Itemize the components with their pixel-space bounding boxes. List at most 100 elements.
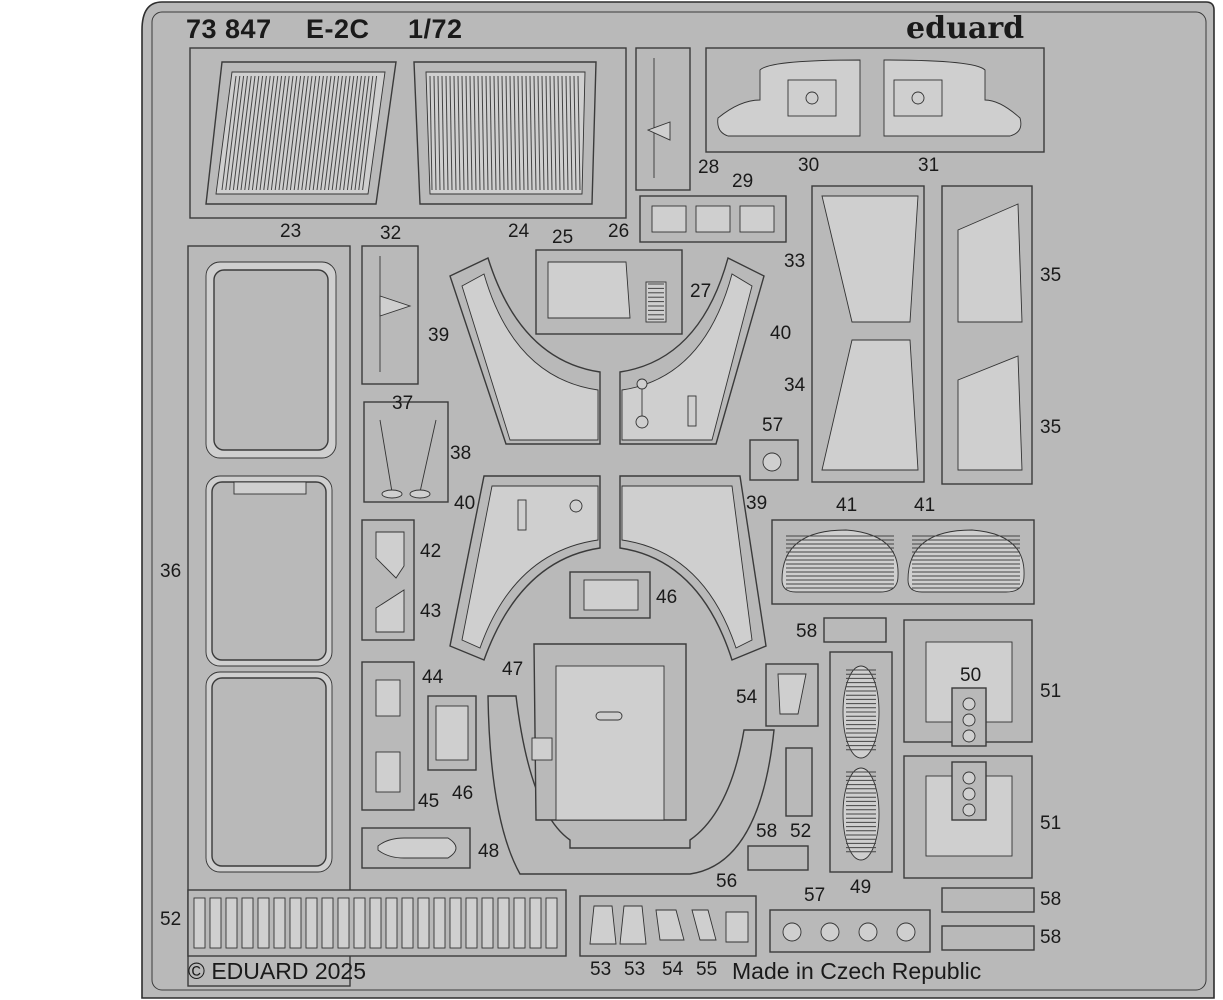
label-35b: 35 [1040, 417, 1062, 438]
hatch-line [557, 75, 561, 191]
hatch-line [267, 75, 283, 191]
comb-tooth [257, 897, 270, 949]
hatch-line [358, 75, 374, 191]
part-29 [639, 195, 787, 243]
hatch-line [293, 75, 309, 191]
label-31: 31 [918, 155, 940, 176]
hatch-line [248, 75, 264, 191]
label-51a: 51 [1040, 681, 1062, 702]
hatch-line [521, 75, 525, 191]
hatch-line [339, 75, 355, 191]
label-54b: 54 [662, 959, 684, 980]
hatch-line [255, 75, 271, 191]
model-name: E-2C [306, 14, 370, 44]
hatch-line [362, 75, 378, 191]
hatch-line [529, 75, 533, 191]
hatch-line [513, 75, 517, 191]
hatch-line [473, 75, 477, 191]
label-58a: 58 [796, 621, 818, 642]
comb-tooth [433, 897, 446, 949]
hatch-line [236, 75, 252, 191]
label-58d: 58 [1040, 927, 1062, 948]
hatch-line [324, 75, 340, 191]
label-58c: 58 [1040, 889, 1062, 910]
label-48: 48 [478, 841, 500, 862]
part-49 [829, 651, 893, 873]
part-33-34-35 [811, 185, 1033, 485]
part-36 [187, 245, 351, 987]
comb-tooth [497, 897, 510, 949]
hatch-line [553, 75, 557, 191]
part-47 [487, 643, 775, 875]
comb-tooth [353, 897, 366, 949]
label-45: 45 [418, 791, 440, 812]
label-41b: 41 [914, 495, 936, 516]
hatch-line [465, 75, 469, 191]
comb-tooth [321, 897, 334, 949]
hatch-line [305, 75, 321, 191]
hatch-line [533, 75, 537, 191]
part-46-upper [569, 571, 651, 619]
hatch-line [457, 75, 461, 191]
part-58-54-52-mid [747, 617, 887, 871]
comb-tooth [481, 897, 494, 949]
comb-tooth [241, 897, 254, 949]
label-40b: 40 [454, 493, 476, 514]
label-49: 49 [850, 877, 872, 898]
label-56: 56 [716, 871, 738, 892]
part-42-43 [361, 519, 415, 641]
label-57a: 57 [762, 415, 784, 436]
comb-tooth [305, 897, 318, 949]
label-53b: 53 [624, 959, 646, 980]
hatch-line [308, 75, 324, 191]
part-30-31 [705, 47, 1045, 153]
comb-tooth [225, 897, 238, 949]
comb-tooth [545, 897, 558, 949]
label-40a: 40 [770, 323, 792, 344]
part-57-bottom [769, 909, 931, 953]
hatch-line [545, 75, 549, 191]
hatch-line [270, 75, 286, 191]
label-30: 30 [798, 155, 820, 176]
hatch-line [565, 75, 569, 191]
part-50-51 [903, 619, 1033, 879]
hatch-line [240, 75, 256, 191]
hatch-line [485, 75, 489, 191]
label-26: 26 [608, 221, 630, 242]
comb-tooth [465, 897, 478, 949]
part-28 [635, 47, 691, 191]
hatch-line [497, 75, 501, 191]
hatch-line [517, 75, 521, 191]
hatch-line [501, 75, 505, 191]
hatch-line [537, 75, 541, 191]
label-47: 47 [502, 659, 524, 680]
part-41 [771, 519, 1035, 605]
label-28: 28 [698, 157, 720, 178]
label-58b: 58 [756, 821, 778, 842]
label-39a: 39 [428, 325, 450, 346]
hatch-line [301, 75, 317, 191]
hatch-line [449, 75, 453, 191]
hatch-line [297, 75, 313, 191]
label-51b: 51 [1040, 813, 1062, 834]
hatch-line [244, 75, 260, 191]
hatch-line [232, 75, 248, 191]
hatch-line [278, 75, 294, 191]
label-42: 42 [420, 541, 442, 562]
part-37-38 [363, 401, 449, 503]
hatch-line [354, 75, 370, 191]
label-23: 23 [280, 221, 302, 242]
hatch-line [225, 75, 241, 191]
comb-tooth [401, 897, 414, 949]
part-23-24-group [189, 47, 627, 219]
hatch-line [453, 75, 457, 191]
hatch-line [429, 75, 433, 191]
label-43: 43 [420, 601, 442, 622]
label-34: 34 [784, 375, 806, 396]
label-24: 24 [508, 221, 530, 242]
label-41a: 41 [836, 495, 858, 516]
comb-tooth [385, 897, 398, 949]
origin-text: Made in Czech Republic [732, 958, 982, 984]
comb-tooth [273, 897, 286, 949]
hatch-line [561, 75, 565, 191]
